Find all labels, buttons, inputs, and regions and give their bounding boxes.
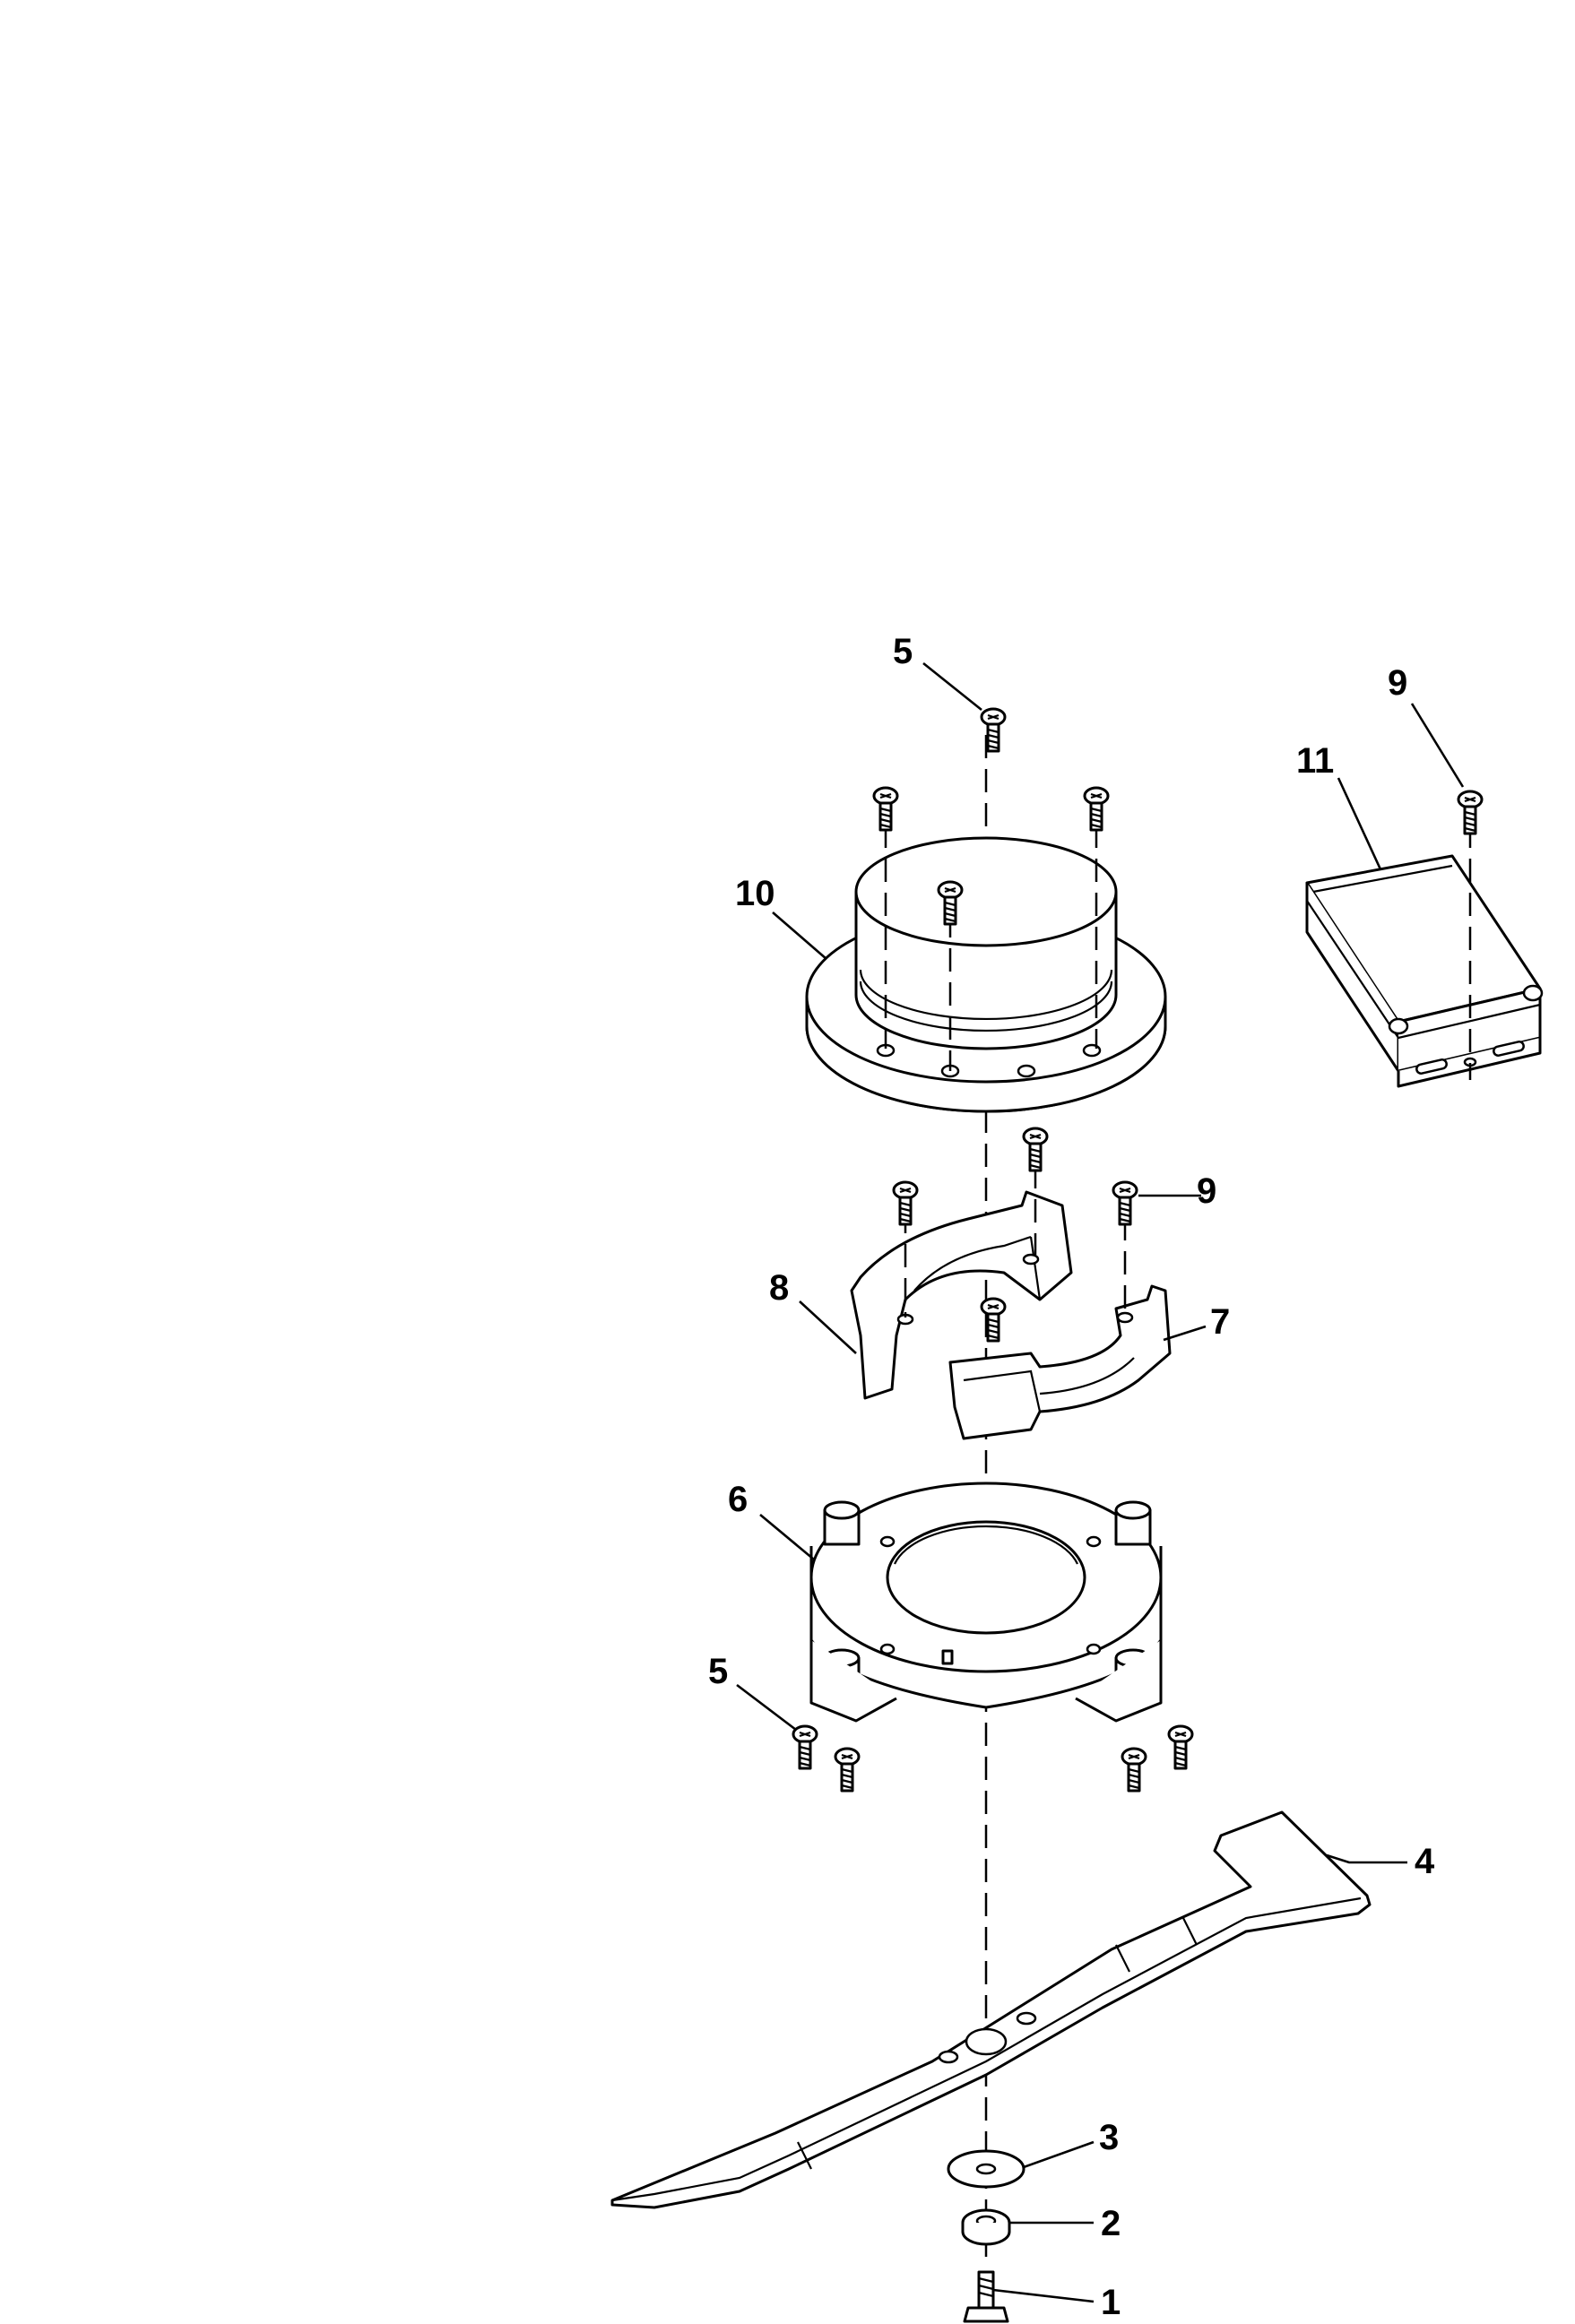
callout-3: 3: [1099, 2118, 1119, 2157]
callout-1: 1: [1101, 2283, 1121, 2322]
callout-5-top: 5: [893, 632, 913, 671]
screw: [1083, 786, 1110, 832]
leader-11: [1337, 777, 1382, 870]
motor-housing: [805, 825, 1167, 1113]
leader-7: [1163, 1325, 1207, 1342]
callout-5-lower: 5: [708, 1652, 728, 1691]
callout-9-top: 9: [1388, 663, 1407, 703]
control-box: [1305, 825, 1544, 1088]
leader-8: [799, 1300, 857, 1354]
callout-10: 10: [735, 874, 775, 913]
hex-bolt: [963, 2270, 1009, 2323]
callout-7: 7: [1210, 1302, 1230, 1342]
callout-6: 6: [728, 1480, 748, 1519]
blade: [610, 1810, 1372, 2209]
leader-5-lower: [736, 1683, 797, 1732]
leader-5-top: [922, 661, 982, 712]
screw: [1022, 1127, 1049, 1172]
screw: [1112, 1180, 1138, 1226]
leader-9-top: [1410, 703, 1465, 788]
leader-3: [1023, 2140, 1095, 2169]
callout-11: 11: [1296, 741, 1334, 781]
screw: [1121, 1747, 1147, 1793]
screw: [1167, 1724, 1194, 1770]
screw: [1457, 790, 1484, 835]
callout-4: 4: [1415, 1842, 1435, 1881]
leader-6: [759, 1514, 815, 1560]
screw: [792, 1724, 818, 1770]
half-ring-clamp-8: [850, 1165, 1073, 1400]
leader-10: [772, 911, 827, 960]
screw: [834, 1747, 861, 1793]
leader-4: [1326, 1853, 1407, 1864]
leader-1: [992, 2288, 1095, 2303]
callout-9-mid: 9: [1197, 1171, 1216, 1211]
half-ring-clamp-7: [948, 1217, 1172, 1440]
flat-washer: [947, 2149, 1025, 2189]
callout-2: 2: [1101, 2204, 1121, 2243]
screw: [892, 1180, 919, 1226]
blade-boss-ring: [809, 1482, 1163, 1723]
screw: [872, 786, 899, 832]
spring-washer: [961, 2208, 1011, 2246]
callout-8: 8: [769, 1268, 789, 1308]
